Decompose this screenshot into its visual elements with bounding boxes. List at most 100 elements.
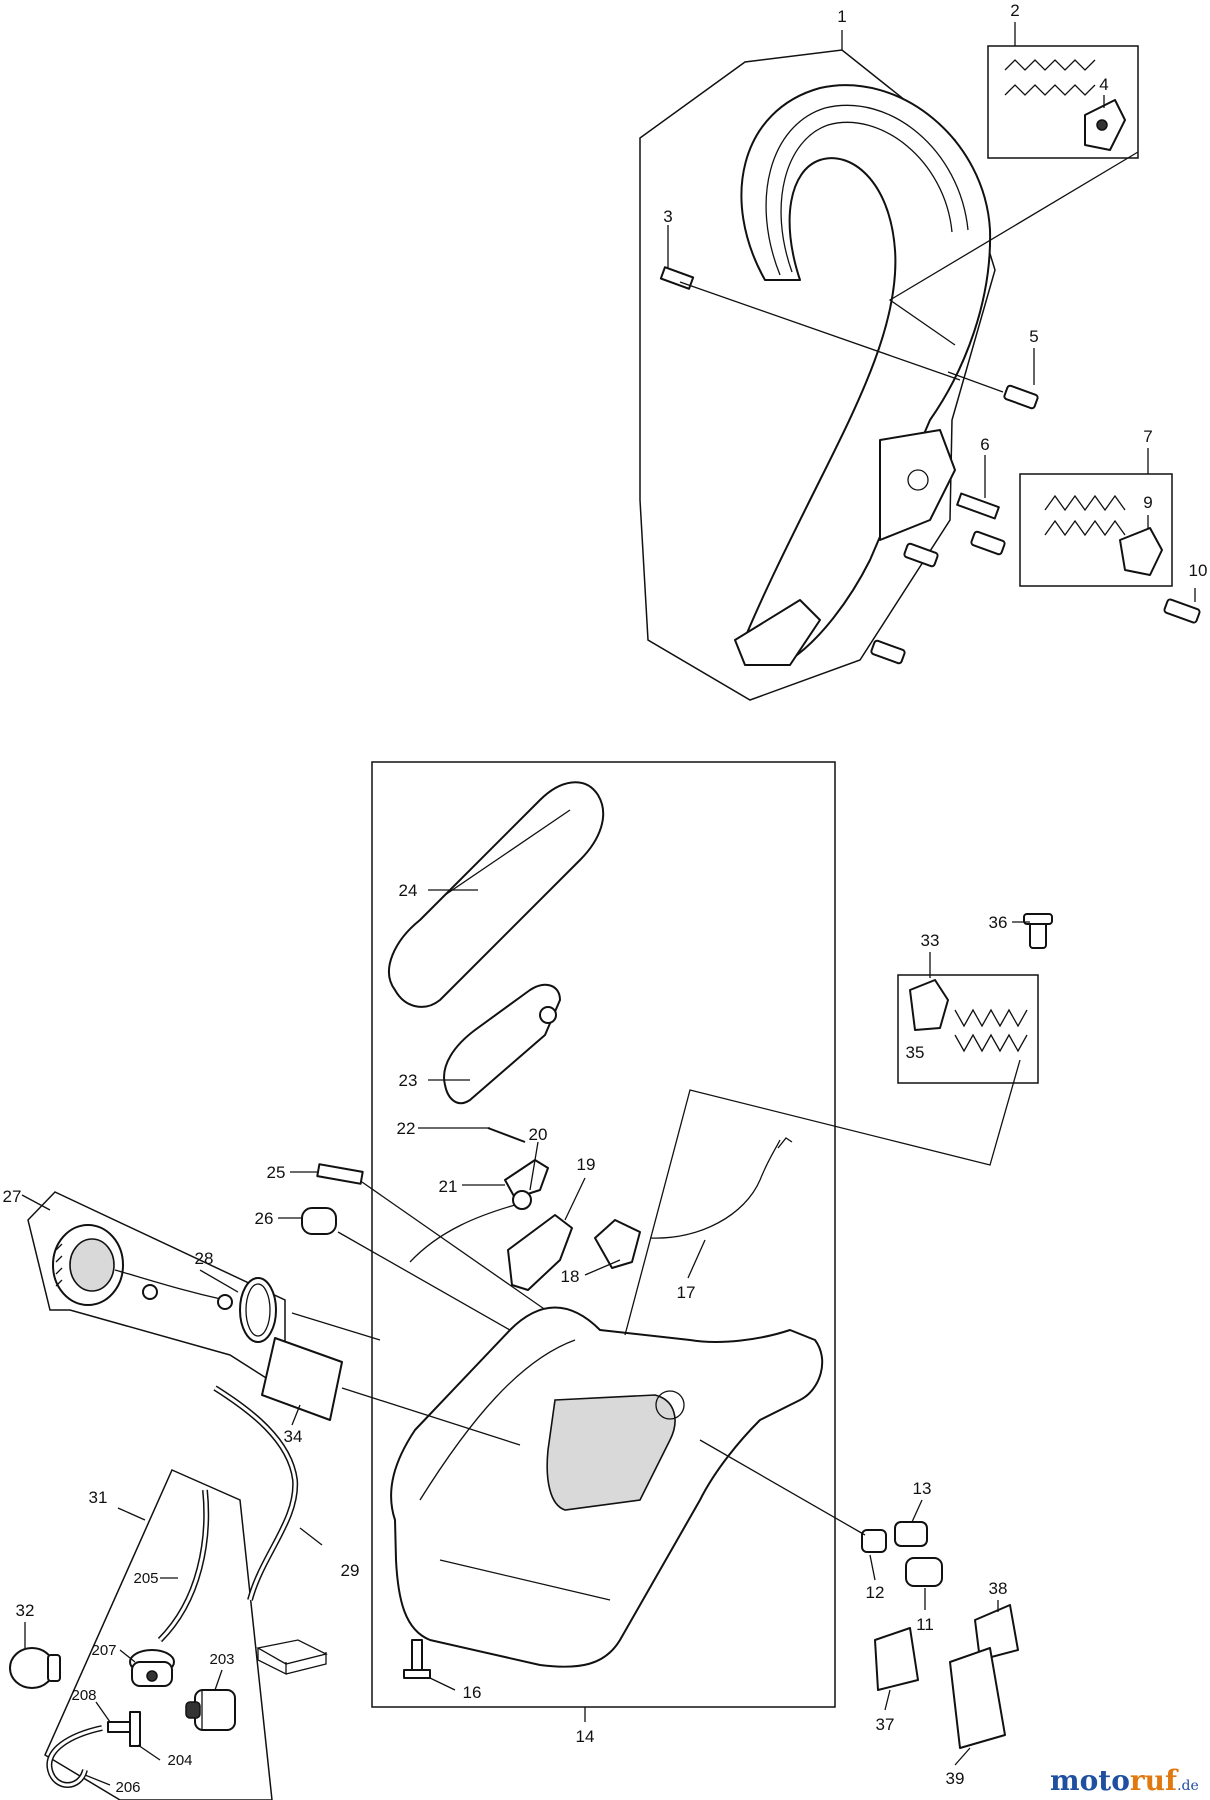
rear-handle-group — [278, 761, 1053, 1766]
label-part-13: 13 — [913, 1479, 932, 1498]
fuel-system-group — [9, 1385, 328, 1800]
label-part-23: 23 — [399, 1071, 418, 1090]
label-part-34: 34 — [284, 1427, 303, 1446]
primer-bulb-32 — [9, 1647, 61, 1689]
label-part-205: 205 — [133, 1570, 158, 1587]
leader-box-lower-to-housing — [624, 1059, 1021, 1336]
fuel-cap-group — [21, 1191, 521, 1446]
label-part-39: 39 — [946, 1769, 965, 1788]
label-part-12: 12 — [866, 1583, 885, 1602]
screw-3 — [659, 266, 961, 381]
bolt-25 — [316, 1163, 561, 1321]
front-handle-grip-lines-2 — [780, 121, 953, 273]
watermark-part-a: moto — [1050, 1764, 1130, 1797]
fuel-cap — [52, 1224, 124, 1306]
hose-206-inner — [47, 1726, 103, 1787]
label-part-21: 21 — [439, 1177, 458, 1196]
plug-12 — [861, 1529, 887, 1553]
bolt-6 — [956, 492, 1000, 520]
label-part-6: 6 — [980, 435, 989, 454]
screw-36 — [1023, 913, 1053, 949]
watermark-suffix: .de — [1177, 1778, 1199, 1794]
label-part-29: 29 — [341, 1561, 360, 1580]
screw-5 — [947, 371, 1039, 410]
label-part-203: 203 — [209, 1651, 234, 1668]
watermark-text: motoruf.de — [1050, 1764, 1199, 1797]
label-part-11: 11 — [916, 1615, 934, 1634]
leader-203 — [214, 1669, 223, 1691]
screw-misc-1 — [870, 530, 1006, 665]
housing-inner-line-2 — [439, 1559, 611, 1601]
fuel-filter-203 — [185, 1689, 236, 1731]
spring-top — [1004, 59, 1096, 71]
o-ring-inner — [245, 1283, 271, 1337]
label-part-10: 10 — [1189, 561, 1208, 580]
label-part-4: 4 — [1099, 75, 1108, 94]
spring-middle-2 — [1044, 519, 1126, 537]
label-part-9: 9 — [1143, 493, 1152, 512]
leader-204 — [137, 1744, 161, 1761]
strap-end-weight-2 — [217, 1294, 233, 1310]
fuel-cap-strap — [114, 1269, 226, 1301]
spring-middle — [1044, 494, 1126, 512]
plug-13 — [894, 1521, 928, 1547]
housing-port — [655, 1390, 685, 1420]
part-labels: 1 2 3 4 5 6 7 9 10 11 12 13 14 16 17 18 … — [3, 1, 1208, 1796]
label-part-17: 17 — [677, 1283, 696, 1302]
leader-29 — [299, 1527, 323, 1546]
label-part-14: 14 — [576, 1727, 595, 1746]
label-part-35: 35 — [906, 1043, 925, 1062]
leader-12 — [869, 1554, 876, 1581]
damper-bracket-middle — [1119, 527, 1163, 576]
label-part-32: 32 — [16, 1601, 35, 1620]
label-part-5: 5 — [1029, 327, 1038, 346]
watermark-logo: motoruf.de — [1050, 1764, 1199, 1797]
decal-34 — [261, 1337, 343, 1421]
strap-end-weight — [142, 1284, 158, 1300]
label-part-38: 38 — [989, 1579, 1008, 1598]
label-part-33: 33 — [921, 931, 940, 950]
leader-13 — [911, 1499, 923, 1523]
label-part-25: 25 — [267, 1163, 286, 1182]
throttle-cable — [649, 1139, 781, 1239]
label-part-27: 27 — [3, 1187, 22, 1206]
housing-inner-line — [419, 1339, 576, 1501]
fuel-system-group-outline — [44, 1469, 273, 1800]
label-part-3: 3 — [663, 207, 672, 226]
damper-bracket-lower — [909, 979, 949, 1031]
label-part-206: 206 — [115, 1779, 140, 1796]
label-part-20: 20 — [529, 1125, 548, 1144]
front-handle-bar — [739, 84, 992, 661]
front-handle-mount — [879, 429, 956, 541]
front-handle-mount-hole — [907, 469, 929, 491]
grip-cover-slot — [444, 809, 571, 896]
leader-20 — [529, 1141, 539, 1191]
pad-39 — [949, 1647, 1006, 1749]
catch-18 — [594, 1219, 641, 1269]
hose-29-inner — [214, 1386, 297, 1601]
leader-17 — [687, 1239, 706, 1279]
grip-cover — [388, 781, 605, 1008]
leader-31 — [117, 1507, 146, 1521]
screw-10 — [1163, 598, 1201, 624]
bushing-26 — [301, 1207, 546, 1351]
front-handle-lower-foot — [734, 599, 821, 666]
leader-34 — [291, 1404, 301, 1426]
label-part-16: 16 — [463, 1683, 482, 1702]
spring-lower — [954, 1008, 1028, 1028]
grommet-207 — [129, 1649, 175, 1687]
spring-kit-box-top — [987, 45, 1139, 159]
cable-end — [777, 1137, 793, 1149]
label-part-207: 207 — [91, 1642, 116, 1659]
leader-37 — [884, 1689, 891, 1711]
leader-cap-to-housing — [291, 1312, 381, 1341]
leader-28 — [199, 1269, 239, 1293]
watermark-part-b: ruf — [1130, 1764, 1179, 1797]
housing-group-outline — [371, 761, 836, 1708]
screw-16 — [403, 1639, 431, 1679]
plug-11 — [905, 1557, 943, 1587]
housing-inner-cavity — [546, 1394, 676, 1511]
lever-21 — [504, 1159, 549, 1199]
spring-kit-box-lower — [897, 974, 1039, 1084]
